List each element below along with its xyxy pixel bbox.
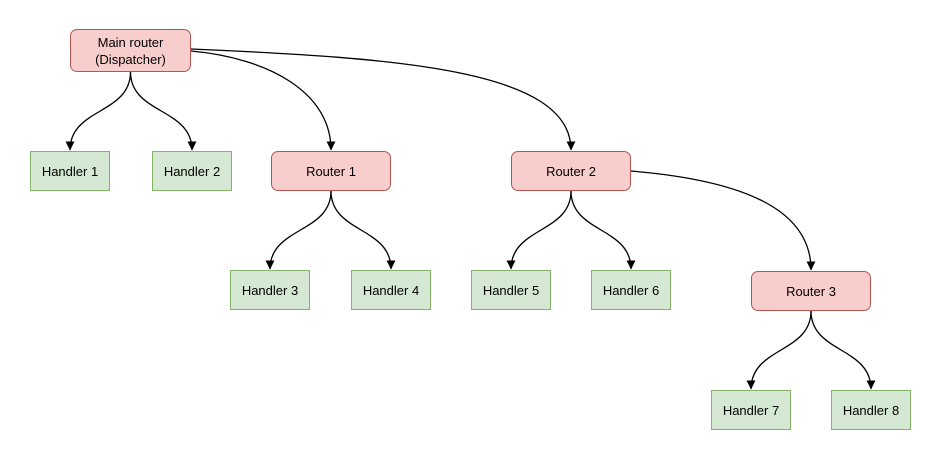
node-handler-4: Handler 4 (351, 270, 431, 310)
node-handler-7-label: Handler 7 (722, 402, 780, 418)
node-handler-5: Handler 5 (471, 270, 551, 310)
node-handler-8: Handler 8 (831, 390, 911, 430)
edge-main-router-to-router-2 (190, 48, 576, 151)
node-router-1: Router 1 (271, 151, 391, 191)
node-router-3: Router 3 (751, 271, 871, 311)
node-router-3-label: Router 3 (786, 283, 836, 299)
edge-router-1-to-handler-4 (330, 190, 396, 270)
edge-router-2-to-handler-6 (570, 190, 636, 270)
edge-main-router-to-handler-1 (65, 71, 132, 151)
node-router-1-label: Router 1 (306, 163, 356, 179)
node-handler-1: Handler 1 (30, 151, 110, 191)
node-handler-4-label: Handler 4 (362, 282, 420, 298)
edge-router-2-to-handler-5 (506, 190, 572, 270)
node-handler-2-label: Handler 2 (163, 163, 221, 179)
node-handler-1-label: Handler 1 (41, 163, 99, 179)
edge-main-router-to-handler-2 (129, 71, 197, 151)
edge-router-2-to-router-3 (630, 170, 816, 271)
node-main-router: Main router (Dispatcher) (70, 29, 191, 72)
node-handler-3: Handler 3 (230, 270, 310, 310)
node-handler-2: Handler 2 (152, 151, 232, 191)
node-handler-5-label: Handler 5 (482, 282, 540, 298)
edge-router-3-to-handler-7 (746, 310, 812, 390)
edge-router-3-to-handler-8 (810, 310, 876, 390)
node-router-2-label: Router 2 (546, 163, 596, 179)
node-handler-8-label: Handler 8 (842, 402, 900, 418)
node-handler-6-label: Handler 6 (602, 282, 660, 298)
node-handler-6: Handler 6 (591, 270, 671, 310)
edge-main-router-to-router-1 (190, 50, 336, 151)
node-handler-7: Handler 7 (711, 390, 791, 430)
node-handler-3-label: Handler 3 (241, 282, 299, 298)
node-router-2: Router 2 (511, 151, 631, 191)
node-main-router-label: Main router (Dispatcher) (95, 34, 166, 67)
edge-router-1-to-handler-3 (265, 190, 332, 270)
